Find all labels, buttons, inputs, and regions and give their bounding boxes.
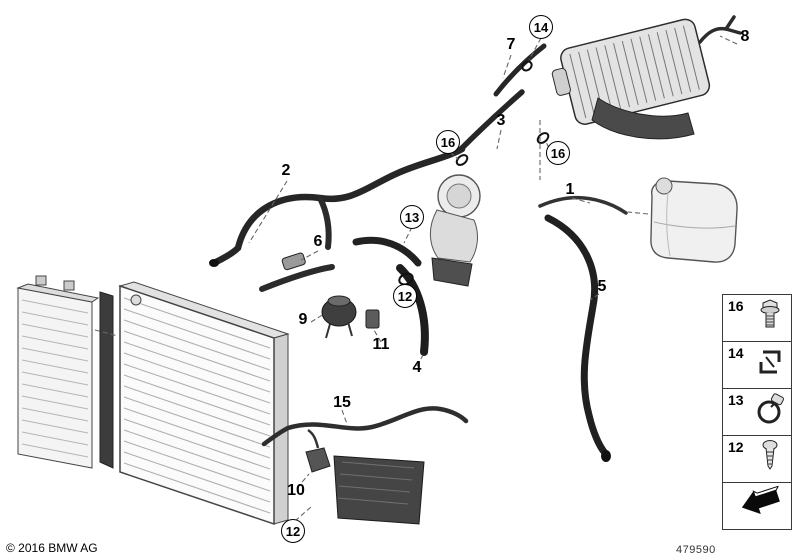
callout-3: 3 bbox=[496, 112, 506, 129]
hose-2-branch bbox=[317, 195, 332, 250]
clamp-16b bbox=[536, 132, 550, 144]
bracket-body bbox=[305, 447, 331, 473]
air-box-body bbox=[560, 18, 711, 125]
expansion-tank-illustration bbox=[650, 177, 738, 263]
hose-clamp-icon bbox=[753, 390, 787, 433]
housing-body bbox=[429, 209, 478, 263]
callout-15: 15 bbox=[333, 394, 351, 411]
copyright-text: © 2016 BMW AG bbox=[6, 541, 98, 555]
callout-1: 1 bbox=[565, 181, 575, 198]
condenser-mount bbox=[63, 280, 75, 291]
hose-15 bbox=[261, 406, 469, 447]
legend-item-arrow bbox=[723, 483, 791, 529]
vent-pipe bbox=[698, 26, 728, 44]
callout-8: 8 bbox=[740, 28, 750, 45]
lower-duct-ribs bbox=[337, 461, 415, 505]
clamp-16a bbox=[455, 154, 469, 166]
callout-16a: 16 bbox=[436, 130, 460, 154]
callout-7: 7 bbox=[506, 36, 516, 53]
pump-mount bbox=[325, 321, 353, 339]
vent-pipe-illustration bbox=[698, 15, 742, 44]
legend-label: 14 bbox=[728, 345, 744, 361]
vent-pipe-fork bbox=[724, 15, 742, 35]
legend-item-12: 12 bbox=[723, 436, 791, 483]
diagram-number: 479590 bbox=[676, 544, 716, 556]
bracket-arm bbox=[307, 428, 320, 449]
retaining-clip-icon bbox=[753, 343, 787, 386]
callout-10: 10 bbox=[287, 482, 305, 499]
mounting-bracket-illustration bbox=[305, 428, 331, 473]
clip-14 bbox=[521, 60, 533, 72]
callout-12b: 12 bbox=[281, 519, 305, 543]
callout-13: 13 bbox=[400, 205, 424, 229]
callout-2: 2 bbox=[281, 162, 291, 179]
housing-base bbox=[431, 257, 473, 287]
air-box-ribs bbox=[569, 25, 700, 119]
hose-6 bbox=[259, 264, 335, 292]
callout-11: 11 bbox=[372, 336, 390, 353]
radiator-neck bbox=[130, 294, 142, 306]
callout-16b: 16 bbox=[546, 141, 570, 165]
condenser-illustration bbox=[16, 275, 100, 469]
hose-7 bbox=[493, 43, 547, 97]
hose-1 bbox=[538, 195, 628, 215]
clamps-illustration bbox=[398, 60, 550, 286]
hose-3 bbox=[457, 89, 525, 153]
direction-arrow-icon bbox=[735, 485, 783, 523]
callout-5: 5 bbox=[597, 278, 607, 295]
shutter-panel-illustration bbox=[99, 291, 114, 469]
hose-13 bbox=[352, 236, 422, 267]
clamp-12 bbox=[398, 272, 414, 286]
hose-2-end-fitting bbox=[209, 259, 219, 267]
hose-5-end-fitting bbox=[601, 450, 611, 462]
tank-seam bbox=[653, 221, 736, 229]
hose-5 bbox=[544, 214, 609, 457]
hose-2 bbox=[212, 145, 466, 266]
screw-icon bbox=[753, 437, 787, 480]
condenser-top bbox=[16, 283, 100, 303]
bolt-icon bbox=[753, 296, 787, 339]
legend-label: 12 bbox=[728, 439, 744, 455]
tank-cap bbox=[655, 177, 673, 195]
clamp-body bbox=[281, 252, 306, 271]
coolant-pump-illustration bbox=[321, 295, 357, 339]
throttle-bore bbox=[446, 183, 472, 209]
radiator-fins bbox=[123, 297, 271, 514]
thermostat-housing-illustration bbox=[429, 174, 481, 287]
lower-duct-illustration bbox=[333, 455, 425, 525]
callout-14: 14 bbox=[529, 15, 553, 39]
legend-label: 13 bbox=[728, 392, 744, 408]
sensor-illustration bbox=[365, 309, 380, 329]
condenser-mount bbox=[35, 275, 47, 286]
condenser-fins bbox=[21, 299, 89, 458]
legend-label: 16 bbox=[728, 298, 744, 314]
callout-9: 9 bbox=[298, 311, 308, 328]
hose-clamp-6-illustration bbox=[281, 252, 306, 271]
fastener-legend: 16 14 13 bbox=[722, 294, 792, 530]
tank-contour bbox=[666, 191, 671, 257]
radiator-illustration bbox=[118, 281, 290, 526]
radiator-core bbox=[119, 284, 275, 526]
air-box-illustration bbox=[551, 18, 711, 140]
callout-6: 6 bbox=[313, 233, 323, 250]
callout-12a: 12 bbox=[393, 284, 417, 308]
intake-duct bbox=[591, 97, 695, 140]
legend-item-14: 14 bbox=[723, 342, 791, 389]
lower-duct-body bbox=[333, 455, 425, 525]
legend-item-16: 16 bbox=[723, 295, 791, 342]
pump-top bbox=[327, 295, 351, 307]
callout-4: 4 bbox=[412, 359, 422, 376]
legend-item-13: 13 bbox=[723, 389, 791, 436]
air-box-inlet bbox=[551, 67, 571, 96]
